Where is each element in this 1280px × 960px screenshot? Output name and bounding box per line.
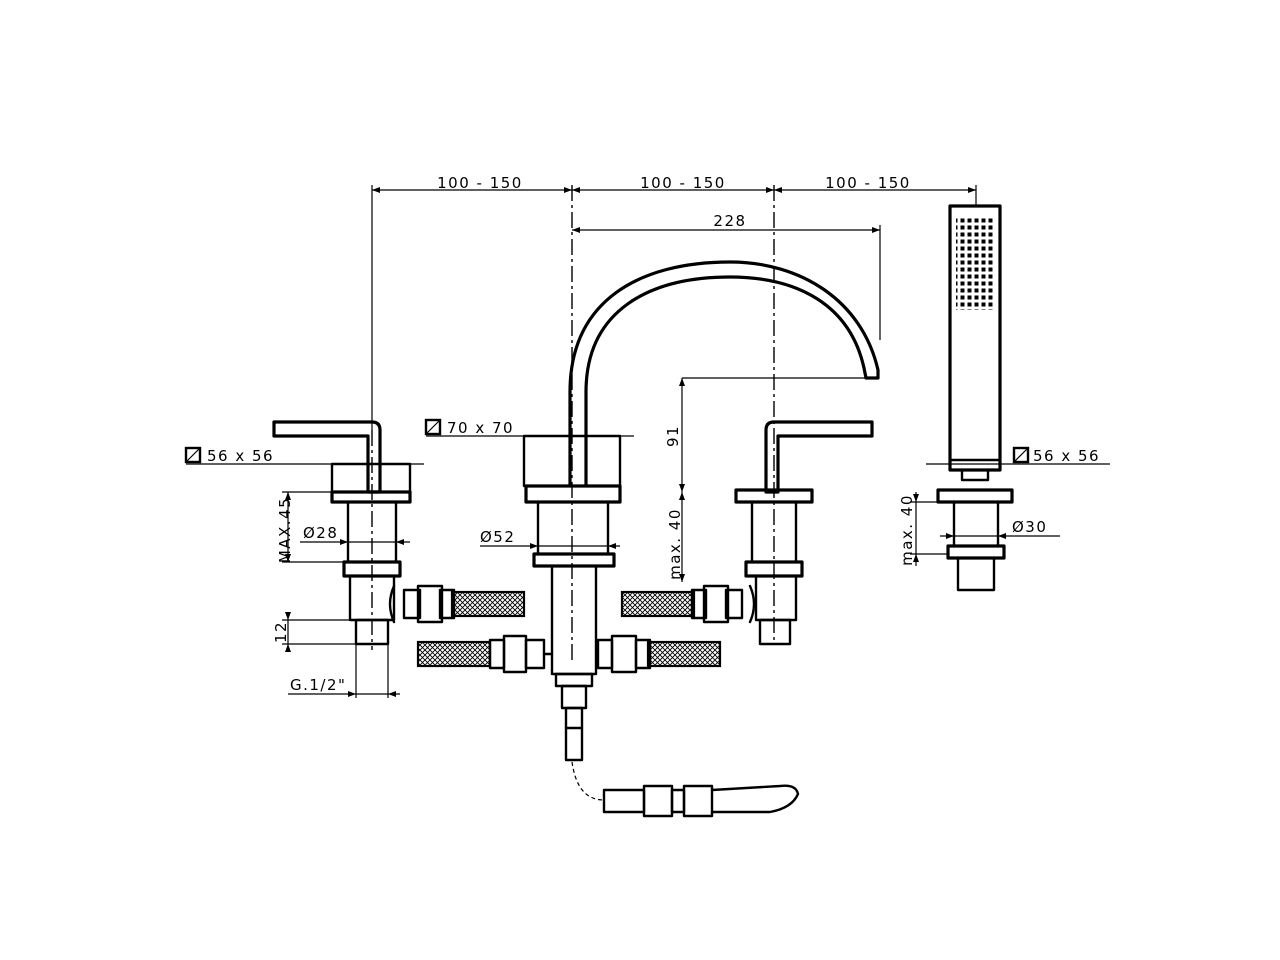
spout-body	[522, 434, 622, 801]
dim-spacing-left: 100 - 150	[437, 174, 523, 192]
dim-spacing-right: 100 - 150	[825, 174, 911, 192]
hand-shower-dimensions: 56 x 56 max. 40 Ø30	[898, 446, 1110, 566]
dim-max-45: MAX.45	[276, 497, 294, 563]
spout-height-dimension: 91 max. 40	[664, 377, 866, 582]
dim-max-40-center: max. 40	[666, 508, 684, 580]
top-dimension-chain: 100 - 150 100 - 150 100 - 150	[371, 174, 977, 430]
dim-square-center: 70 x 70	[447, 419, 514, 437]
center-lines	[571, 185, 775, 660]
dim-thread: G.1/2"	[290, 676, 346, 694]
hand-shower	[936, 204, 1014, 592]
square-section-icon	[424, 418, 442, 436]
square-section-icon	[1012, 446, 1030, 464]
square-section-icon	[184, 446, 202, 464]
dim-square-right: 56 x 56	[1033, 447, 1100, 465]
square-70-label: 70 x 70	[424, 418, 634, 437]
dim-spout-height: 91	[664, 425, 682, 447]
dia-52-label: Ø52	[480, 528, 620, 549]
left-valve	[272, 420, 412, 650]
dim-thread-length: 12	[272, 621, 290, 643]
right-valve	[734, 420, 874, 646]
dim-dia-30: Ø30	[1012, 518, 1047, 536]
dim-spacing-middle: 100 - 150	[640, 174, 726, 192]
connection-hoses	[388, 584, 800, 818]
dim-max-40-right: max. 40	[898, 494, 916, 566]
dim-square-left: 56 x 56	[207, 447, 274, 465]
dim-dia-52: Ø52	[480, 528, 515, 546]
left-valve-dimensions: 56 x 56 MAX.45 Ø28 12 G.1/2"	[184, 446, 424, 698]
spout-reach-dimension: 228	[572, 212, 881, 340]
dim-spout-reach: 228	[713, 212, 746, 230]
dim-dia-28: Ø28	[303, 524, 338, 542]
spout	[568, 260, 880, 486]
